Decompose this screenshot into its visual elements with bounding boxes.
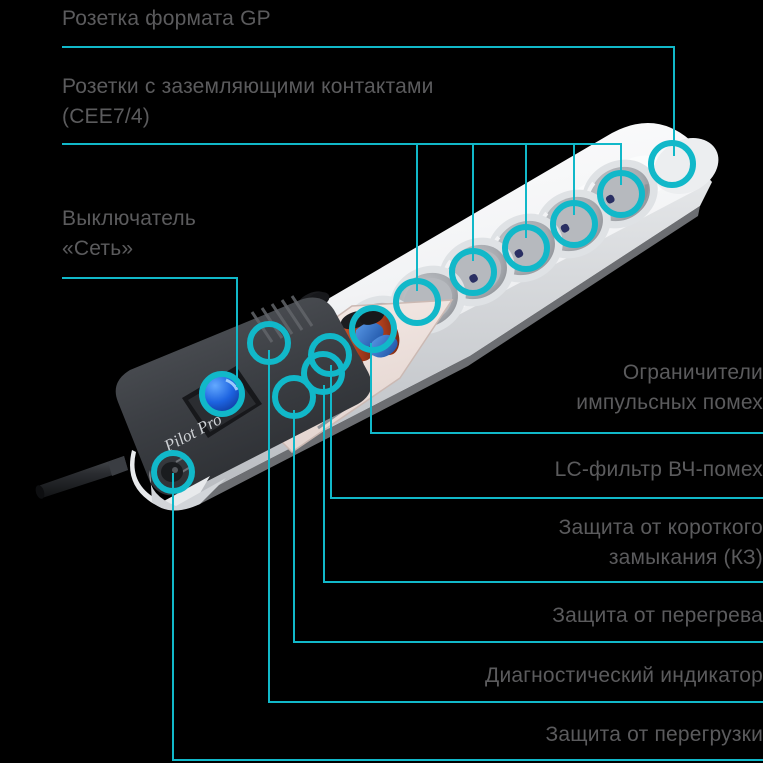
- leader-riser-lc-filter: [330, 365, 332, 499]
- callout-label-short-circuit-protection: Защита от короткого замыкания (КЗ): [558, 516, 763, 569]
- marker-ring-socket-3[interactable]: [502, 224, 550, 272]
- leader-riser-overheat-protection: [293, 410, 295, 643]
- leader-drop-power-switch: [236, 277, 238, 387]
- leader-rule-grounded-sockets: [62, 143, 622, 145]
- callout-label-socket-format-gp: Розетка формата GP: [62, 7, 271, 30]
- marker-ring-socket-2[interactable]: [449, 248, 497, 296]
- marker-ring-socket-4[interactable]: [550, 200, 598, 248]
- leader-rule-overload-protection: [172, 759, 763, 761]
- leader-drop-socket-4: [573, 143, 575, 215]
- marker-ring-diagnostic-indicator[interactable]: [247, 321, 291, 365]
- leader-riser-surge-suppressors: [370, 343, 372, 434]
- callout-label-grounded-sockets: Розетки с заземляющими контактами (CEE7/…: [62, 75, 434, 128]
- marker-ring-socket-5[interactable]: [597, 170, 645, 218]
- callout-label-lc-filter: LC-фильтр ВЧ-помех: [554, 458, 763, 481]
- marker-ring-surge-suppressors[interactable]: [349, 305, 397, 353]
- power-cord: [35, 456, 128, 499]
- marker-ring-power-switch[interactable]: [199, 371, 245, 417]
- svg-text:Pilot Pro: Pilot Pro: [160, 410, 225, 456]
- marker-ring-overheat-protection[interactable]: [272, 375, 316, 419]
- callout-label-overload-protection: Защита от перегрузки: [545, 723, 763, 746]
- leader-rule-power-switch: [62, 277, 238, 279]
- leader-rule-diagnostic-indicator: [268, 701, 763, 703]
- callout-label-surge-suppressors: Ограничители импульсных помех: [576, 361, 763, 414]
- marker-ring-overload-protection[interactable]: [151, 450, 195, 494]
- callout-label-diagnostic-indicator: Диагностический индикатор: [485, 664, 763, 687]
- marker-ring-socket-format-gp[interactable]: [648, 140, 696, 188]
- leader-rule-short-circuit-protection: [323, 581, 763, 583]
- leader-drop-socket-2: [472, 143, 474, 261]
- socket-strip-body: [156, 123, 719, 505]
- marker-ring-short-circuit-protection[interactable]: [301, 351, 345, 395]
- leader-riser-short-circuit-protection: [323, 385, 325, 583]
- leader-drop-socket-3: [525, 143, 527, 238]
- leader-drop-socket-1: [416, 143, 418, 291]
- leader-drop-socket-5: [620, 143, 622, 185]
- callout-label-power-switch: Выключатель «Сеть»: [62, 207, 196, 260]
- leader-rule-overheat-protection: [293, 641, 763, 643]
- marker-ring-socket-1[interactable]: [393, 278, 441, 326]
- callout-label-overheat-protection: Защита от перегрева: [552, 604, 763, 627]
- leader-rule-lc-filter: [330, 497, 763, 499]
- leader-riser-diagnostic-indicator: [268, 350, 270, 703]
- leader-riser-overload-protection: [172, 473, 174, 761]
- leader-rule-surge-suppressors: [370, 432, 763, 434]
- leader-drop-socket-format-gp: [673, 46, 675, 156]
- leader-rule-socket-format-gp: [62, 46, 675, 48]
